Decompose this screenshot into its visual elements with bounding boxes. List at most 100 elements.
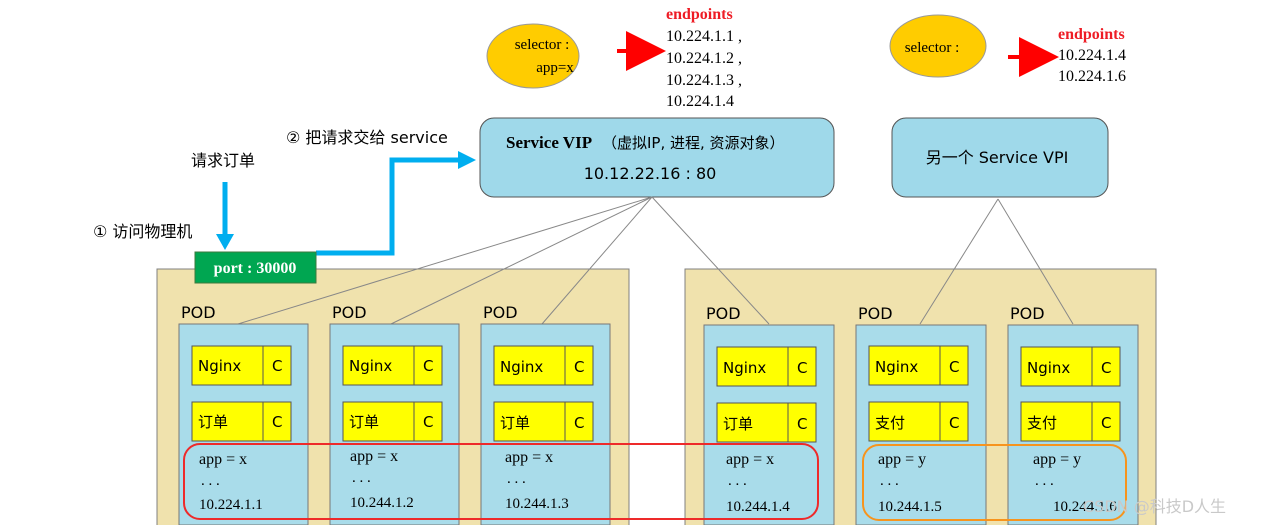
container-name: 订单 [500, 414, 530, 432]
container-box [1020, 346, 1093, 387]
container-name: Nginx [1027, 359, 1070, 377]
pod-title: POD [706, 304, 741, 323]
connector-line [919, 198, 999, 325]
endpoint-left-3: 10.224.1.3 , [666, 72, 742, 89]
pod-3: POD Nginx C 订单 C app = x . . . 10.244.1.… [480, 303, 611, 525]
container-badge-label: C [1101, 359, 1111, 377]
pod-label: app = x [199, 451, 247, 468]
container-badge-label: C [272, 413, 282, 431]
watermark: CSDN @科技D人生 [1083, 497, 1226, 516]
pod-dots: . . . [880, 473, 899, 489]
container-name: Nginx [198, 357, 241, 375]
container-name: 支付 [1027, 414, 1057, 432]
container-box [868, 401, 941, 442]
service-vpi-box [891, 117, 1109, 198]
pod-ip: 10.244.1.4 [726, 499, 790, 515]
container-name: Nginx [500, 358, 543, 376]
endpoint-right-2: 10.224.1.6 [1058, 68, 1126, 85]
container-badge [262, 345, 292, 386]
container-badge [262, 401, 292, 442]
step1-label: ① 访问物理机 [93, 222, 192, 241]
container-name: 支付 [875, 414, 905, 432]
container-badge [564, 345, 594, 386]
endpoints-title-left: endpoints [666, 6, 733, 23]
port-box [194, 251, 317, 284]
container-name: 订单 [723, 415, 753, 433]
pod-1: POD Nginx C 订单 C app = x . . . 10.224.1.… [178, 303, 309, 525]
container-badge-label: C [423, 357, 433, 375]
container-badge [413, 345, 443, 386]
endpoint-left-1: 10.224.1.1 , [666, 28, 742, 45]
blue-route-arrow-head [458, 151, 476, 169]
pod-ip: 10.244.1.3 [505, 496, 569, 512]
container-badge [939, 401, 969, 442]
pod-title: POD [858, 304, 893, 323]
container-box [191, 401, 264, 442]
selector-label-right: selector : [905, 40, 960, 56]
container-name: Nginx [875, 358, 918, 376]
container-badge [564, 401, 594, 442]
service-vip-box [479, 117, 835, 198]
app-x-group-outline [183, 443, 819, 520]
container-box [493, 345, 566, 386]
connector-line [997, 198, 1074, 325]
pod-dots: . . . [352, 470, 371, 486]
pod-5: POD Nginx C 支付 C app = y . . . 10.244.1.… [855, 304, 987, 525]
pod-title: POD [483, 303, 518, 322]
pod-ip: 10.244.1.5 [878, 499, 942, 515]
pod-title: POD [1010, 304, 1045, 323]
selector-ellipse-right [889, 14, 987, 78]
pod-label: app = x [505, 449, 553, 466]
container-box [716, 402, 789, 443]
container-badge-label: C [797, 415, 807, 433]
container-badge [1091, 346, 1121, 387]
container-badge [413, 401, 443, 442]
blue-arrow-head [216, 234, 234, 250]
port-label: port : 30000 [214, 260, 297, 277]
container-name: 订单 [198, 413, 228, 431]
container-badge-label: C [797, 359, 807, 377]
pod-4: POD Nginx C 订单 C app = x . . . 10.244.1.… [703, 304, 835, 525]
container-badge [787, 346, 817, 387]
pod-ip: 10.224.1.1 [199, 497, 263, 513]
endpoint-left-2: 10.224.1.2 , [666, 50, 742, 67]
connector-line [651, 196, 770, 325]
request-label: 请求订单 [191, 151, 255, 170]
connector-line [390, 196, 653, 325]
connector-line [541, 196, 653, 325]
pod-dots: . . . [1035, 473, 1054, 489]
service-vip-title: Service VIP [506, 133, 592, 152]
container-badge-label: C [574, 358, 584, 376]
pod-ip: 10.244.1.2 [350, 495, 414, 511]
container-badge [939, 345, 969, 386]
container-box [1020, 401, 1093, 442]
service-vip-subtitle: （虚拟IP, 进程, 资源对象） [602, 134, 785, 152]
container-box [716, 346, 789, 387]
container-badge-label: C [1101, 414, 1111, 432]
pod-ip: 10.244.1.6 [1053, 499, 1117, 515]
pod-label: app = y [1033, 451, 1081, 468]
pod-dots: . . . [507, 471, 526, 487]
container-name: Nginx [723, 359, 766, 377]
endpoint-right-1: 10.224.1.4 [1058, 47, 1126, 64]
selector-value-left: app=x [536, 60, 574, 76]
container-badge-label: C [949, 358, 959, 376]
pod-label: app = y [878, 451, 926, 468]
service-vpi-label: 另一个 Service VPI [926, 148, 1069, 167]
selector-ellipse-left [486, 23, 580, 89]
blue-route-arrow [316, 157, 460, 256]
service-vip-connectors [237, 196, 770, 325]
pod-6: POD Nginx C 支付 C app = y . . . 10.244.1.… [1007, 304, 1139, 525]
connector-line [237, 196, 653, 325]
pod-title: POD [181, 303, 216, 322]
service-vpi-connectors [919, 198, 1074, 325]
selector-label-left: selector : [515, 37, 570, 53]
container-name: 订单 [349, 413, 379, 431]
pod-label: app = x [726, 451, 774, 468]
container-badge [787, 402, 817, 443]
pod-dots: . . . [201, 473, 220, 489]
container-badge-label: C [272, 357, 282, 375]
container-badge-label: C [423, 413, 433, 431]
container-badge [1091, 401, 1121, 442]
